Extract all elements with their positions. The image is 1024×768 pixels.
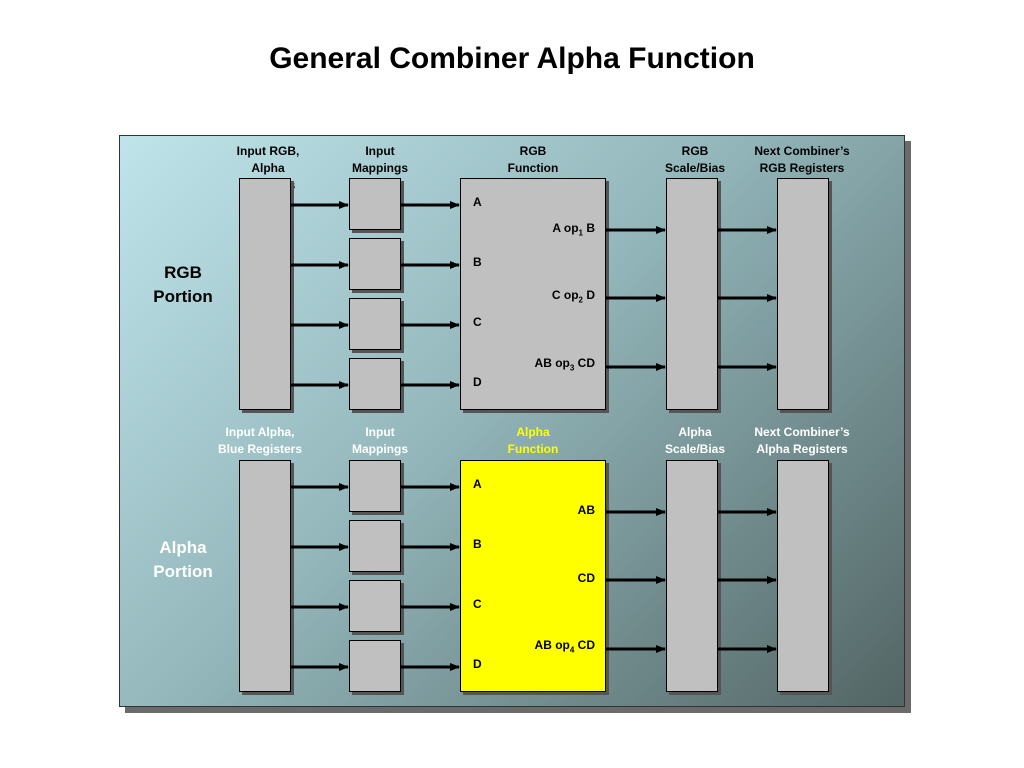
rgb-op1-label: A op1 B <box>552 221 595 238</box>
alpha-input-b: B <box>473 537 482 551</box>
rgb-input-mapping-d <box>349 358 401 410</box>
rgb-input-b: B <box>473 255 482 269</box>
rgb-input-registers-box <box>239 178 291 410</box>
rgb-input-mapping-b <box>349 238 401 290</box>
alpha-input-d: D <box>473 657 482 671</box>
alpha-input-mapping-b <box>349 520 401 572</box>
rgb-input-mapping-c <box>349 298 401 350</box>
alpha-cd-label: CD <box>577 571 595 585</box>
rgb-scale-bias-box <box>666 178 718 410</box>
alpha-input-a: A <box>473 477 482 491</box>
alpha-next-registers-box <box>777 460 829 692</box>
alpha-col1-label: Input Alpha,Blue Registers <box>217 425 303 456</box>
rgb-input-mapping-a <box>349 178 401 230</box>
rgb-input-a: A <box>473 195 482 209</box>
page-title: General Combiner Alpha Function <box>269 42 755 75</box>
alpha-scale-bias-box <box>666 460 718 692</box>
rgb-next-registers-box <box>777 178 829 410</box>
alpha-ab-label: AB <box>577 503 595 517</box>
alpha-input-registers-box <box>239 460 291 692</box>
alpha-input-mapping-c <box>349 580 401 632</box>
rgb-op2-label: C op2 D <box>551 288 595 305</box>
alpha-function-box: A B C D AB CD AB op4 CD <box>460 460 606 692</box>
alpha-input-c: C <box>473 597 482 611</box>
alpha-input-mapping-d <box>349 640 401 692</box>
rgb-function-box: A B C D A op1 B C op2 D AB op3 CD <box>460 178 606 410</box>
alpha-op4-label: AB op4 CD <box>534 638 595 655</box>
rgb-input-c: C <box>473 315 482 329</box>
rgb-op3-label: AB op3 CD <box>534 356 595 373</box>
rgb-input-d: D <box>473 375 482 389</box>
alpha-input-mapping-a <box>349 460 401 512</box>
